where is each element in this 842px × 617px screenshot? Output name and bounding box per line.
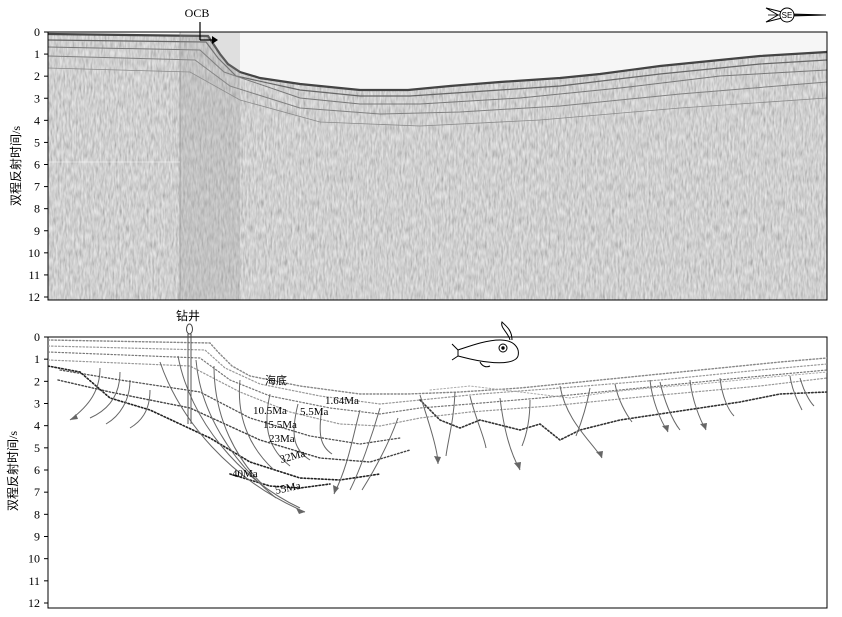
horizon-label-1: 1.64Ma — [325, 395, 359, 407]
top-y-tick-label: 11 — [28, 268, 40, 282]
top-y-tick-label: 8 — [34, 202, 40, 216]
horizon-label-4: 15.5Ma — [263, 419, 297, 431]
bottom-y-tick-label: 12 — [28, 596, 40, 610]
top-y-tick-label: 10 — [28, 246, 40, 260]
top-y-tick-label: 7 — [34, 180, 40, 194]
horizon-label-3: 10.5Ma — [253, 405, 287, 417]
bottom-y-tick-label: 4 — [34, 419, 40, 433]
horizon-label-7: 40Ma — [232, 468, 258, 480]
bottom-y-tick-label: 1 — [34, 352, 40, 366]
bottom-y-tick-label: 8 — [34, 507, 40, 521]
horizon-label-5: 23Ma — [269, 433, 295, 445]
bottom-y-tick-label: 5 — [34, 441, 40, 455]
water-column — [48, 32, 827, 90]
top-y-tick-label: 9 — [34, 224, 40, 238]
bottom-y-tick-label: 3 — [34, 397, 40, 411]
well-label: 钻井 — [176, 308, 200, 323]
top-y-axis-label: 双程反射时间/s — [8, 126, 23, 206]
top-y-tick-label: 12 — [28, 290, 40, 304]
top-y-tick-label: 5 — [34, 135, 40, 149]
horizon-seafloor — [48, 339, 827, 395]
seafloor-reflector — [48, 32, 827, 92]
top-y-tick-label: 0 — [34, 25, 40, 39]
top-y-tick-label: 4 — [34, 113, 40, 127]
horizon-label-8: 55Ma — [274, 480, 302, 497]
horizon-label-2: 5.5Ma — [300, 406, 329, 418]
bottom-y-tick-label: 6 — [34, 463, 40, 477]
bottom-y-tick-label: 0 — [34, 330, 40, 344]
bottom-y-tick-label: 2 — [34, 374, 40, 388]
bottom-y-tick-label: 11 — [28, 574, 40, 588]
fault-arrowheads — [70, 414, 707, 514]
top-y-tick-label: 6 — [34, 158, 40, 172]
bottom-y-tick-label: 9 — [34, 530, 40, 544]
bottom-y-tick-label: 10 — [28, 552, 40, 566]
well-head-icon — [186, 323, 193, 338]
top-y-tick-label: 3 — [34, 91, 40, 105]
drill-well — [187, 337, 192, 424]
seafloor-label: 海底 — [265, 373, 287, 387]
ocb-label: OCB — [185, 6, 210, 20]
bottom-y-axis-label: 双程反射时间/s — [5, 431, 20, 511]
compass-label: SE — [782, 11, 793, 20]
bottom-y-tick-label: 7 — [34, 485, 40, 499]
top-y-tick-label: 1 — [34, 47, 40, 61]
whale-icon — [451, 321, 519, 368]
compass-se-icon: SE — [765, 7, 827, 23]
faults — [69, 355, 815, 513]
top-y-tick-label: 2 — [34, 69, 40, 83]
